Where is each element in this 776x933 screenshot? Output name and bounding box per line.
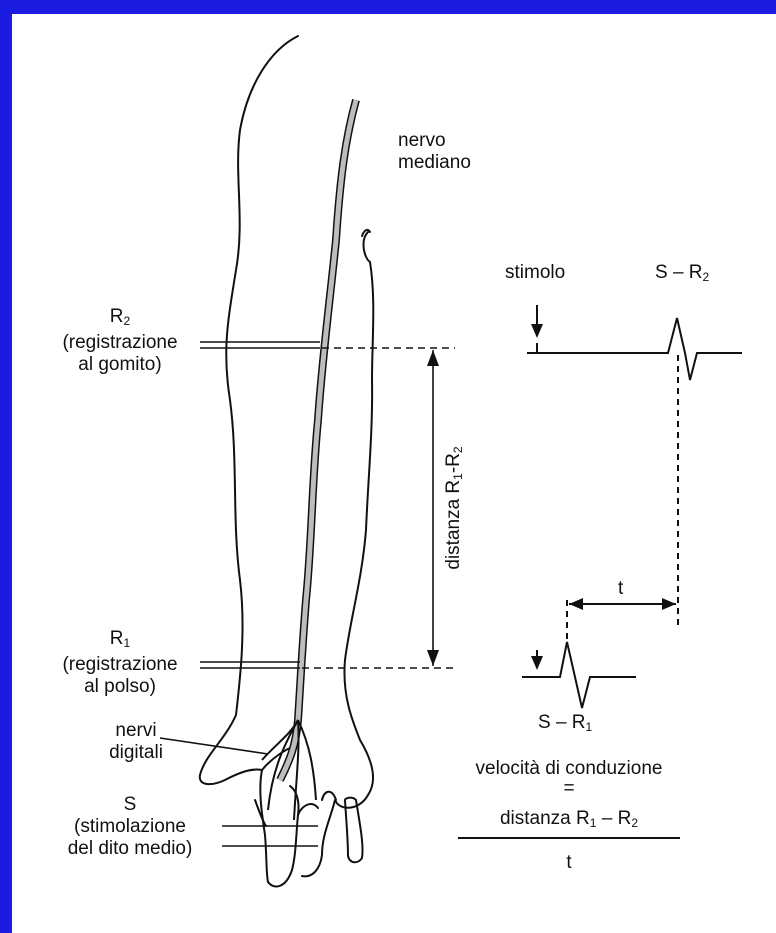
t-label: t [618, 578, 623, 600]
distance-arrow-bottom [427, 650, 439, 666]
distance-arrow-top [427, 350, 439, 366]
r2-letter: R [110, 306, 124, 327]
distanza-text: distanza R [443, 480, 464, 570]
finger-middle [298, 804, 318, 815]
formula-equals: = [440, 778, 698, 800]
t-arrow-left [569, 598, 583, 610]
finger-ring [322, 792, 336, 800]
s-r2-text: S – R [655, 262, 703, 283]
r2-label: R2 (registrazione al gomito) [40, 306, 200, 376]
r1-line-1: (registrazione [40, 654, 200, 676]
r2-sub: 2 [124, 314, 131, 328]
arm-outline-left [200, 36, 298, 886]
r1-label: R1 (registrazione al polso) [40, 628, 200, 698]
s-label: S (stimolazione del dito medio) [36, 794, 224, 860]
r1-sub: 1 [124, 636, 131, 650]
trace-s-r1 [522, 642, 636, 708]
nervo-mediano-line-2: mediano [398, 152, 471, 174]
nervo-mediano-label: nervo mediano [398, 130, 471, 174]
nervi-digitali-label: nervi digitali [96, 720, 176, 764]
nervi-digitali-line-2: digitali [96, 742, 176, 764]
s-r1-text: S – R [538, 712, 586, 733]
numerator-sub2: 2 [631, 816, 638, 830]
digital-pointer [160, 738, 268, 754]
nervo-mediano-line-1: nervo [398, 130, 471, 152]
r2-line-1: (registrazione [40, 332, 200, 354]
nervi-digitali-line-1: nervi [96, 720, 176, 742]
distanza-label: distanza R1-R2 [443, 446, 469, 569]
r2-line-2: al gomito) [40, 354, 200, 376]
formula-numerator: distanza R1 – R2 [440, 808, 698, 834]
numerator-text: distanza R [500, 808, 590, 829]
distanza-mid: -R [443, 453, 464, 473]
s-r2-label: S – R2 [655, 262, 709, 288]
formula-title: velocità di conduzione [440, 758, 698, 780]
stimolo-arrow-bottom-head [531, 656, 543, 670]
t-arrow-right [662, 598, 676, 610]
formula-denominator: t [440, 852, 698, 874]
distanza-sub2: 2 [451, 446, 465, 453]
s-line-2: del dito medio) [36, 838, 224, 860]
numerator-mid: – R [596, 808, 631, 829]
s-r2-sub: 2 [703, 270, 710, 284]
s-line-1: (stimolazione [36, 816, 224, 838]
finger-index [290, 786, 299, 870]
stimolo-label: stimolo [505, 262, 565, 284]
digital-branch-3 [298, 720, 316, 800]
r1-letter: R [110, 628, 124, 649]
stimolo-arrow-top-head [531, 324, 543, 338]
s-r1-label: S – R1 [538, 712, 592, 738]
r1-line-2: al polso) [40, 676, 200, 698]
s-letter: S [36, 794, 224, 816]
s-r1-sub: 1 [586, 720, 593, 734]
trace-s-r2 [527, 318, 742, 380]
distanza-sub1: 1 [451, 473, 465, 480]
